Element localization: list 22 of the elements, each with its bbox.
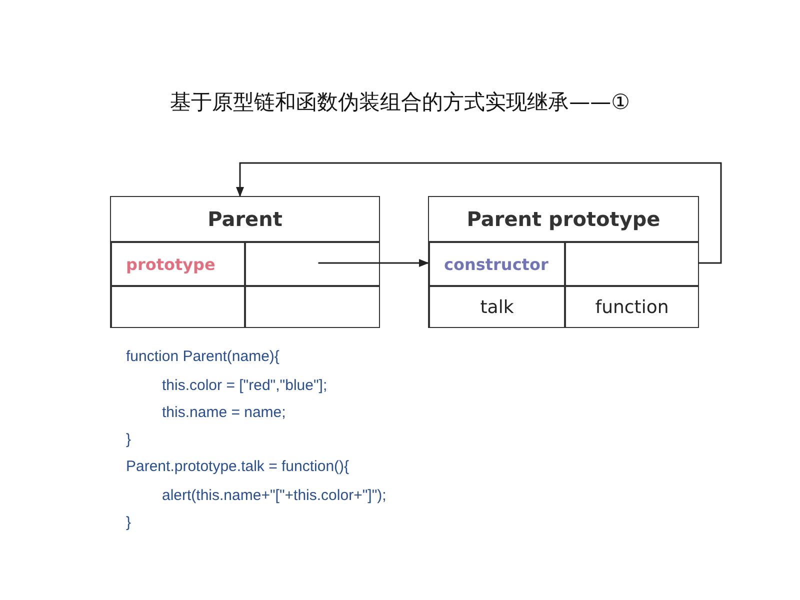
code-line: function Parent(name){ bbox=[126, 348, 280, 365]
table-cell: prototype bbox=[111, 242, 245, 286]
table-cell: function bbox=[565, 286, 699, 328]
diagram-title: 基于原型链和函数伪装组合的方式实现继承——① bbox=[170, 90, 630, 114]
empty-table-cell bbox=[565, 242, 699, 286]
code-line: } bbox=[126, 431, 132, 448]
code-line: } bbox=[126, 514, 132, 531]
table-box bbox=[110, 196, 380, 328]
table-cell: constructor bbox=[429, 242, 565, 286]
table-cell: talk bbox=[429, 286, 565, 328]
empty-table-cell bbox=[245, 286, 380, 328]
table-heading: Parent prototype bbox=[429, 197, 698, 242]
code-line: this.name = name; bbox=[162, 404, 286, 421]
arrow bbox=[236, 162, 722, 264]
table-heading: Parent bbox=[111, 197, 379, 242]
code-line: alert(this.name+"["+this.color+"]"); bbox=[162, 487, 386, 504]
code-line: Parent.prototype.talk = function(){ bbox=[126, 458, 350, 475]
empty-table-cell bbox=[111, 286, 245, 328]
code-line: this.color = ["red","blue"]; bbox=[162, 377, 328, 394]
table-box bbox=[428, 196, 699, 328]
arrow bbox=[318, 259, 429, 267]
empty-table-cell bbox=[245, 242, 380, 286]
